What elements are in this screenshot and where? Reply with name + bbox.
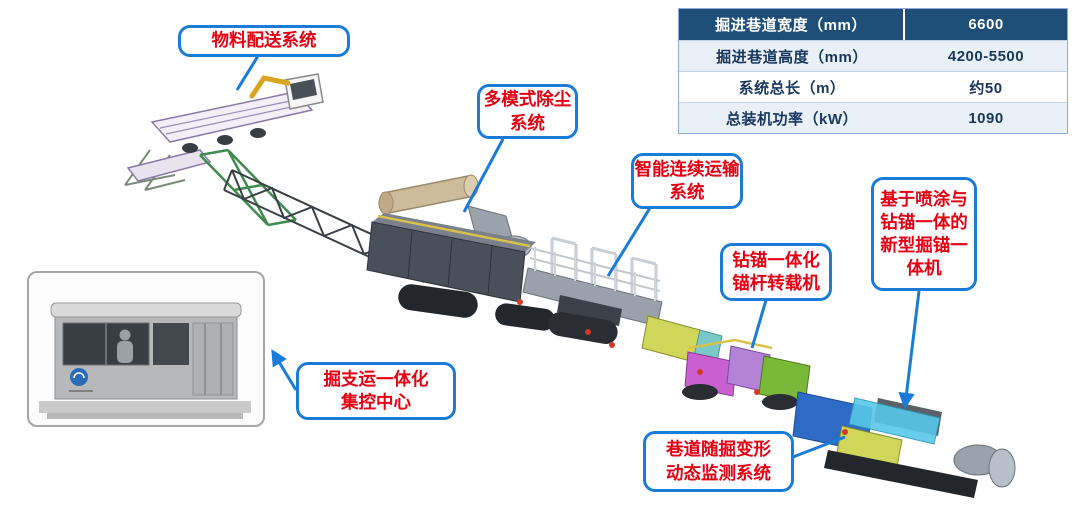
line-monitoring xyxy=(792,435,846,459)
spec-row-width: 掘进巷道宽度（mm） 6600 xyxy=(679,9,1067,40)
spec-row-length: 系统总长（m） 约50 xyxy=(679,71,1067,102)
callout-integrated-machine-label: 基于喷涂与 钻锚一体的 新型掘锚一 体机 xyxy=(880,188,968,279)
callout-monitoring-label: 巷道随掘变形 动态监测系统 xyxy=(666,439,771,483)
integrated-bolter-miner xyxy=(792,391,1016,498)
line-control-center xyxy=(271,349,298,391)
callout-transport-label: 智能连续运输 系统 xyxy=(634,158,740,202)
spec-table: 掘进巷道宽度（mm） 6600 掘进巷道高度（mm） 4200-5500 系统总… xyxy=(678,8,1068,134)
transport-conveyor xyxy=(522,236,663,344)
spec-label: 总装机功率（kW） xyxy=(725,110,858,128)
cabin-logo-icon xyxy=(70,368,88,386)
callout-control-center-label: 掘支运一体化 集控中心 xyxy=(323,368,429,412)
spec-row-power: 总装机功率（kW） 1090 xyxy=(679,102,1067,133)
callout-bolter-loader: 钻锚一体化 锚杆转载机 xyxy=(720,243,832,301)
control-cabin-drawing xyxy=(39,302,251,419)
spec-label: 掘进巷道宽度（mm） xyxy=(679,9,905,40)
control-cabin-image xyxy=(27,271,265,427)
callout-dust-removal-label: 多模式除尘 系统 xyxy=(483,89,572,133)
line-bolter-loader xyxy=(750,299,768,349)
callout-transport: 智能连续运输 系统 xyxy=(631,153,743,209)
safety-markers xyxy=(517,299,848,435)
callout-material-delivery-label: 物料配送系统 xyxy=(211,30,317,51)
spec-value: 6600 xyxy=(968,16,1004,33)
spec-value: 1090 xyxy=(968,109,1004,127)
line-transport xyxy=(606,207,652,277)
spec-value: 4200-5500 xyxy=(947,47,1025,65)
spec-label: 掘进巷道高度（mm） xyxy=(716,48,868,66)
callout-bolter-loader-label: 钻锚一体化 锚杆转载机 xyxy=(732,249,820,293)
spec-row-height: 掘进巷道高度（mm） 4200-5500 xyxy=(679,40,1067,71)
hopper-unit xyxy=(641,315,723,363)
callout-monitoring: 巷道随掘变形 动态监测系统 xyxy=(643,431,794,492)
spec-label: 系统总长（m） xyxy=(738,79,846,97)
material-delivery-vehicle xyxy=(124,73,324,191)
callout-dust-removal: 多模式除尘 系统 xyxy=(477,84,578,139)
spec-value: 约50 xyxy=(969,79,1003,97)
line-dust-removal xyxy=(462,138,505,213)
line-material-delivery xyxy=(235,55,260,91)
line-integrated-machine xyxy=(898,290,921,410)
callout-integrated-machine: 基于喷涂与 钻锚一体的 新型掘锚一 体机 xyxy=(871,177,977,291)
anchor-transfer-machine xyxy=(682,338,811,410)
callout-lines xyxy=(235,55,921,459)
callout-material-delivery: 物料配送系统 xyxy=(178,25,350,57)
lattice-support xyxy=(199,148,297,227)
dust-removal-unit xyxy=(366,174,555,331)
callout-control-center: 掘支运一体化 集控中心 xyxy=(296,362,456,420)
